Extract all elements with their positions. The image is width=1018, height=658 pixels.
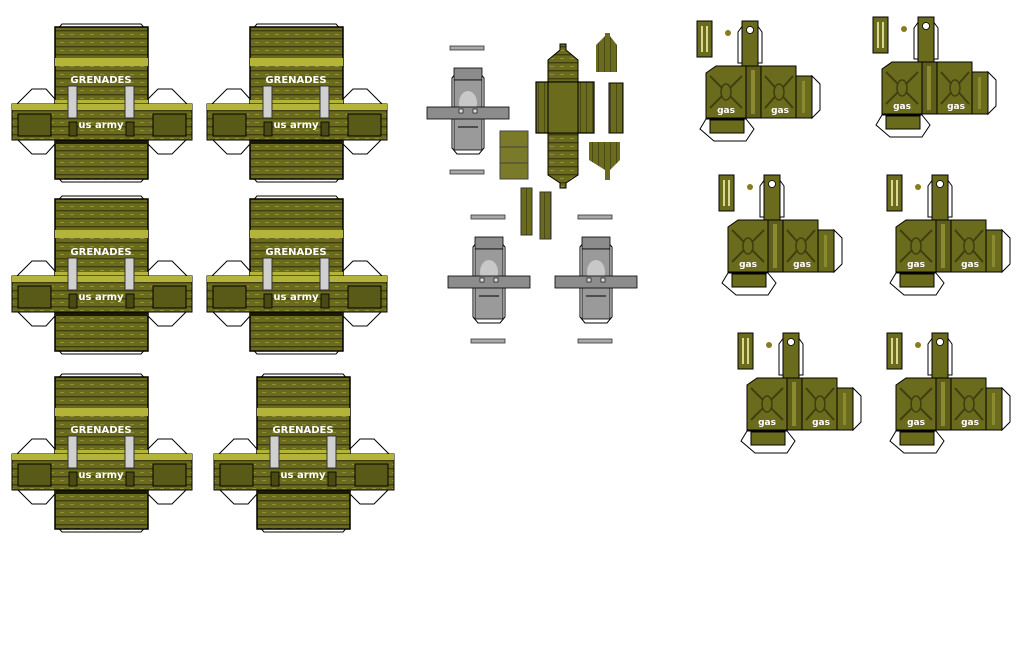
grey-piece — [554, 214, 638, 344]
gas-can-label: gas — [907, 418, 925, 428]
gas-can-label: gas — [793, 260, 811, 270]
gas-can: gas gas — [696, 20, 821, 142]
grenade-crate: GRENADES us army — [213, 373, 395, 533]
crate-marking-label: us army — [78, 292, 124, 303]
grenade-crate: GRENADES us army — [11, 373, 193, 533]
gas-can-label: gas — [947, 102, 965, 112]
gas-can-label: gas — [961, 418, 979, 428]
crate-marking-label: us army — [273, 292, 319, 303]
gas-can-label: gas — [812, 418, 830, 428]
gas-can-label: gas — [758, 418, 776, 428]
grey-piece — [426, 45, 510, 175]
grenade-crate: GRENADES us army — [11, 195, 193, 355]
gas-can: gas gas — [886, 174, 1011, 296]
gas-can: gas gas — [718, 174, 843, 296]
crate-title-label: GRENADES — [265, 75, 326, 86]
crate-title-label: GRENADES — [70, 75, 131, 86]
crate-title-label: GRENADES — [272, 425, 333, 436]
grey-pieces — [426, 45, 638, 344]
grenade-crate: GRENADES us army — [206, 23, 388, 183]
gas-can-label: gas — [893, 102, 911, 112]
crate-title-label: GRENADES — [265, 247, 326, 258]
gas-can-label: gas — [771, 106, 789, 116]
crate-title-label: GRENADES — [70, 425, 131, 436]
gas-can-label: gas — [907, 260, 925, 270]
crate-marking-label: us army — [280, 470, 326, 481]
gas-can-label: gas — [961, 260, 979, 270]
crate-title-label: GRENADES — [70, 247, 131, 258]
gas-can: gas gas — [737, 332, 862, 454]
grenade-crate: GRENADES us army — [206, 195, 388, 355]
gas-can: gas gas — [886, 332, 1011, 454]
crate-marking-label: us army — [78, 120, 124, 131]
gas-cans: gas gas gas gas — [696, 16, 1011, 454]
grenade-crate: GRENADES us army — [11, 23, 193, 183]
gas-can-label: gas — [717, 106, 735, 116]
grenade-crates: GRENADES us army GRENADES us army — [11, 23, 395, 533]
gas-can: gas gas — [872, 16, 997, 138]
gas-can-label: gas — [739, 260, 757, 270]
grey-piece — [447, 214, 531, 344]
crate-marking-label: us army — [78, 470, 124, 481]
olive-box-piece — [499, 33, 624, 240]
crate-marking-label: us army — [273, 120, 319, 131]
